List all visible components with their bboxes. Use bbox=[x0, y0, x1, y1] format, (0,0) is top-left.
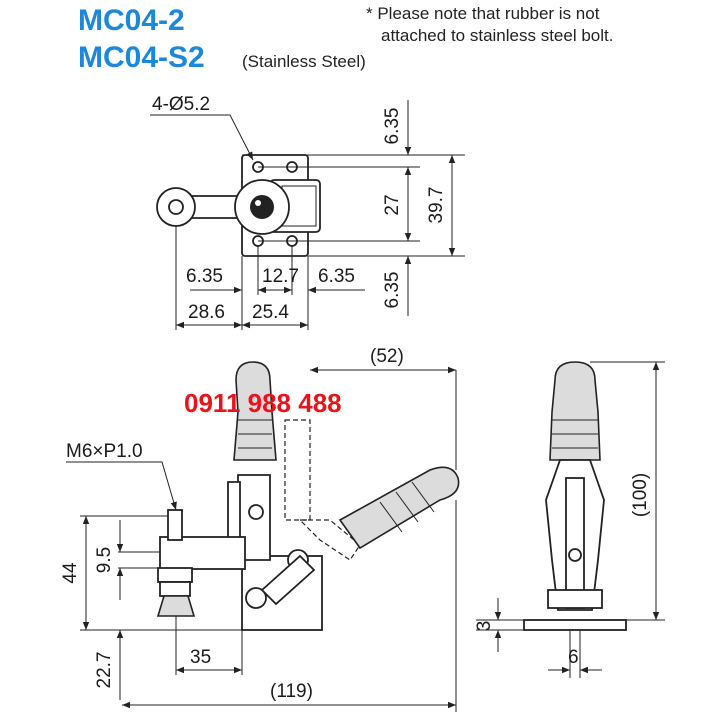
handle-cap bbox=[250, 195, 274, 219]
dim-hole-pitch-h: 12.7 bbox=[262, 266, 299, 287]
dim-base-height: 39.7 bbox=[426, 187, 447, 224]
dim-stroke: 9.5 bbox=[94, 547, 115, 573]
hole-spec-label: 4-Ø5.2 bbox=[152, 94, 210, 115]
note-line-1: * Please note that rubber is not bbox=[366, 4, 600, 23]
dim-overall-height: (100) bbox=[630, 473, 651, 517]
spindle-thread bbox=[167, 509, 183, 541]
front-base bbox=[523, 619, 627, 631]
front-view: (100) 3 6 bbox=[474, 361, 665, 678]
dim-left-edge: 6.35 bbox=[186, 266, 223, 287]
side-clamp-arm bbox=[159, 536, 246, 570]
dim-overall-length: (119) bbox=[270, 681, 313, 702]
handle-grip bbox=[233, 361, 277, 461]
dim-base-width: 25.4 bbox=[252, 302, 289, 323]
dim-handle-reach: (52) bbox=[370, 346, 404, 367]
spindle-nut bbox=[157, 567, 193, 583]
phantom-lever bbox=[284, 419, 311, 521]
top-view: 4-Ø5.2 6.35 27 39.7 6.35 6.35 12.7 6.35 … bbox=[150, 94, 465, 330]
model-number-standard: MC04-2 bbox=[78, 4, 185, 37]
model-number-stainless: MC04-S2 bbox=[78, 41, 205, 74]
spindle-hole bbox=[168, 199, 184, 215]
side-view: M6×P1.0 (52) 9.5 44 22.7 35 (119) bbox=[60, 346, 460, 712]
dim-right-edge: 6.35 bbox=[318, 266, 355, 287]
dim-hole-pitch-v: 27 bbox=[382, 194, 403, 215]
material-note: (Stainless Steel) bbox=[242, 52, 366, 71]
dim-spindle-height: 22.7 bbox=[94, 652, 115, 689]
dim-bottom-edge: 6.35 bbox=[382, 272, 403, 309]
front-handle-grip bbox=[549, 361, 601, 461]
dim-height: 44 bbox=[60, 562, 81, 584]
note-line-2: attached to stainless steel bolt. bbox=[381, 26, 613, 45]
phantom-handle-grip bbox=[338, 466, 460, 550]
spindle-tip bbox=[156, 595, 196, 617]
dim-base-thickness: 3 bbox=[474, 621, 495, 632]
dim-width: 6 bbox=[568, 647, 579, 668]
dim-handle-offset: 28.6 bbox=[188, 302, 225, 323]
phone-number-watermark: 0911 988 488 bbox=[184, 388, 342, 418]
dim-top-edge: 6.35 bbox=[382, 108, 403, 145]
dim-spindle-offset: 35 bbox=[190, 647, 211, 668]
thread-spec-label: M6×P1.0 bbox=[66, 441, 143, 462]
